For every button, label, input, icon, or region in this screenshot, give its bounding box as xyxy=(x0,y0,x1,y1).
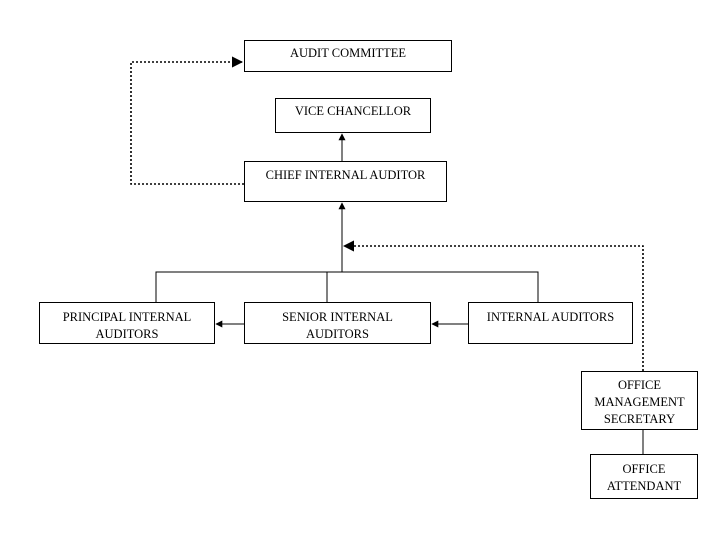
office-management-secretary-box: OFFICE MANAGEMENT SECRETARY xyxy=(581,371,698,430)
principal-internal-auditors-box: PRINCIPAL INTERNAL AUDITORS xyxy=(39,302,215,344)
office-attendant-box: OFFICE ATTENDANT xyxy=(590,454,698,499)
vice-chancellor-box: VICE CHANCELLOR xyxy=(275,98,431,133)
bracket-auditors xyxy=(155,271,539,302)
internal-auditors-box: INTERNAL AUDITORS xyxy=(468,302,633,344)
chief-internal-auditor-box: CHIEF INTERNAL AUDITOR xyxy=(244,161,447,202)
dotted-link-secretary-to-cia xyxy=(342,240,644,371)
audit-committee-box: AUDIT COMMITTEE xyxy=(244,40,452,72)
dotted-link-cia-to-audit-committee xyxy=(130,56,244,185)
senior-internal-auditors-box: SENIOR INTERNAL AUDITORS xyxy=(244,302,431,344)
